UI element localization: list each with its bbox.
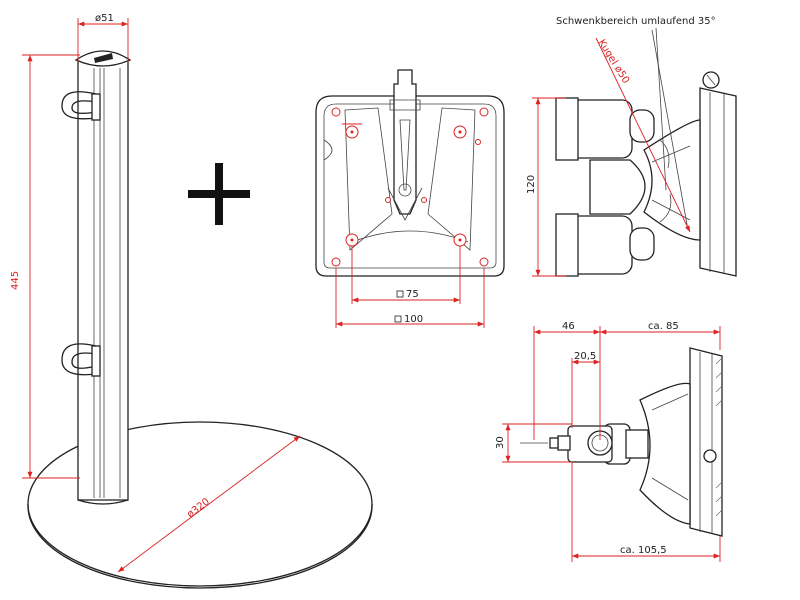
detail-side-view-drawing: 46 ca. 85 20,5 30 ca. 105,5 [495,321,723,562]
side-view-drawing: Schwenkbereich umlaufend 35° Kugel ø50 1… [526,16,737,277]
tube-diameter-label: ø51 [95,13,114,24]
base-diameter-label: ø320 [185,496,212,520]
plus-sign [188,163,250,225]
hole-spacing-75-label: 75 [406,289,419,300]
detail-height-30-label: 30 [495,436,506,449]
ball-diameter-label: Kugel ø50 [595,38,631,86]
vesa-plate-front-view: 75 100 [315,69,505,328]
hole-spacing-100-label: 100 [404,314,423,325]
detail-width-85-label: ca. 85 [648,321,679,332]
side-height-label: 120 [526,175,537,194]
detail-total-width-label: ca. 105,5 [620,545,667,556]
stand-height-label: 445 [10,271,21,290]
monitor-stand-drawing: ø51 445 ø320 [10,13,373,589]
stand-cap-logo-icon [94,53,113,63]
swivel-range-label: Schwenkbereich umlaufend 35° [556,16,716,27]
detail-width-20-5-label: 20,5 [574,351,596,362]
detail-width-46-label: 46 [562,321,575,332]
